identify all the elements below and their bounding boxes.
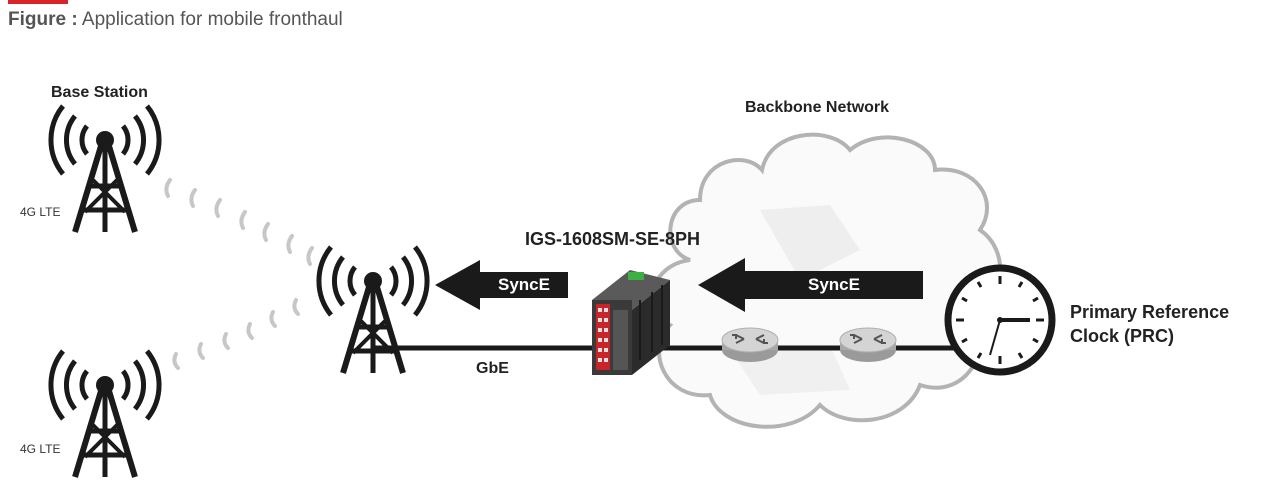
- clock-icon: [944, 264, 1056, 376]
- switch-icon: [592, 270, 670, 375]
- lte-label-bottom: 4G LTE: [20, 442, 61, 456]
- tower-icon: [51, 351, 159, 477]
- gbe-label: GbE: [476, 360, 509, 377]
- backbone-network-label: Backbone Network: [745, 99, 890, 116]
- device-model-label: IGS-1608SM-SE-8PH: [525, 229, 701, 249]
- tower-icon: [51, 106, 159, 232]
- arrow-left-icon: [435, 260, 568, 310]
- arrow-left-icon: [698, 258, 923, 312]
- caption-text: Application for mobile fronthaul: [81, 9, 343, 30]
- wireless-link-bottom: [172, 298, 300, 370]
- wireless-link-top: [164, 178, 314, 266]
- prc-label-line2: Clock (PRC): [1070, 326, 1175, 346]
- tower-icon: [319, 247, 427, 373]
- lte-label-top: 4G LTE: [20, 205, 61, 219]
- prc-label-line1: Primary Reference: [1070, 302, 1230, 322]
- cloud-shade: [760, 205, 860, 280]
- router-icon: [721, 327, 779, 363]
- router-icon: [839, 327, 897, 363]
- synce-label-left: SyncE: [498, 275, 550, 294]
- accent-mark: [8, 0, 68, 4]
- base-station-label: Base Station: [51, 84, 148, 101]
- figure-caption: Figure : Application for mobile fronthau…: [8, 9, 343, 31]
- caption-prefix: Figure :: [8, 9, 78, 30]
- synce-label-right: SyncE: [808, 275, 860, 294]
